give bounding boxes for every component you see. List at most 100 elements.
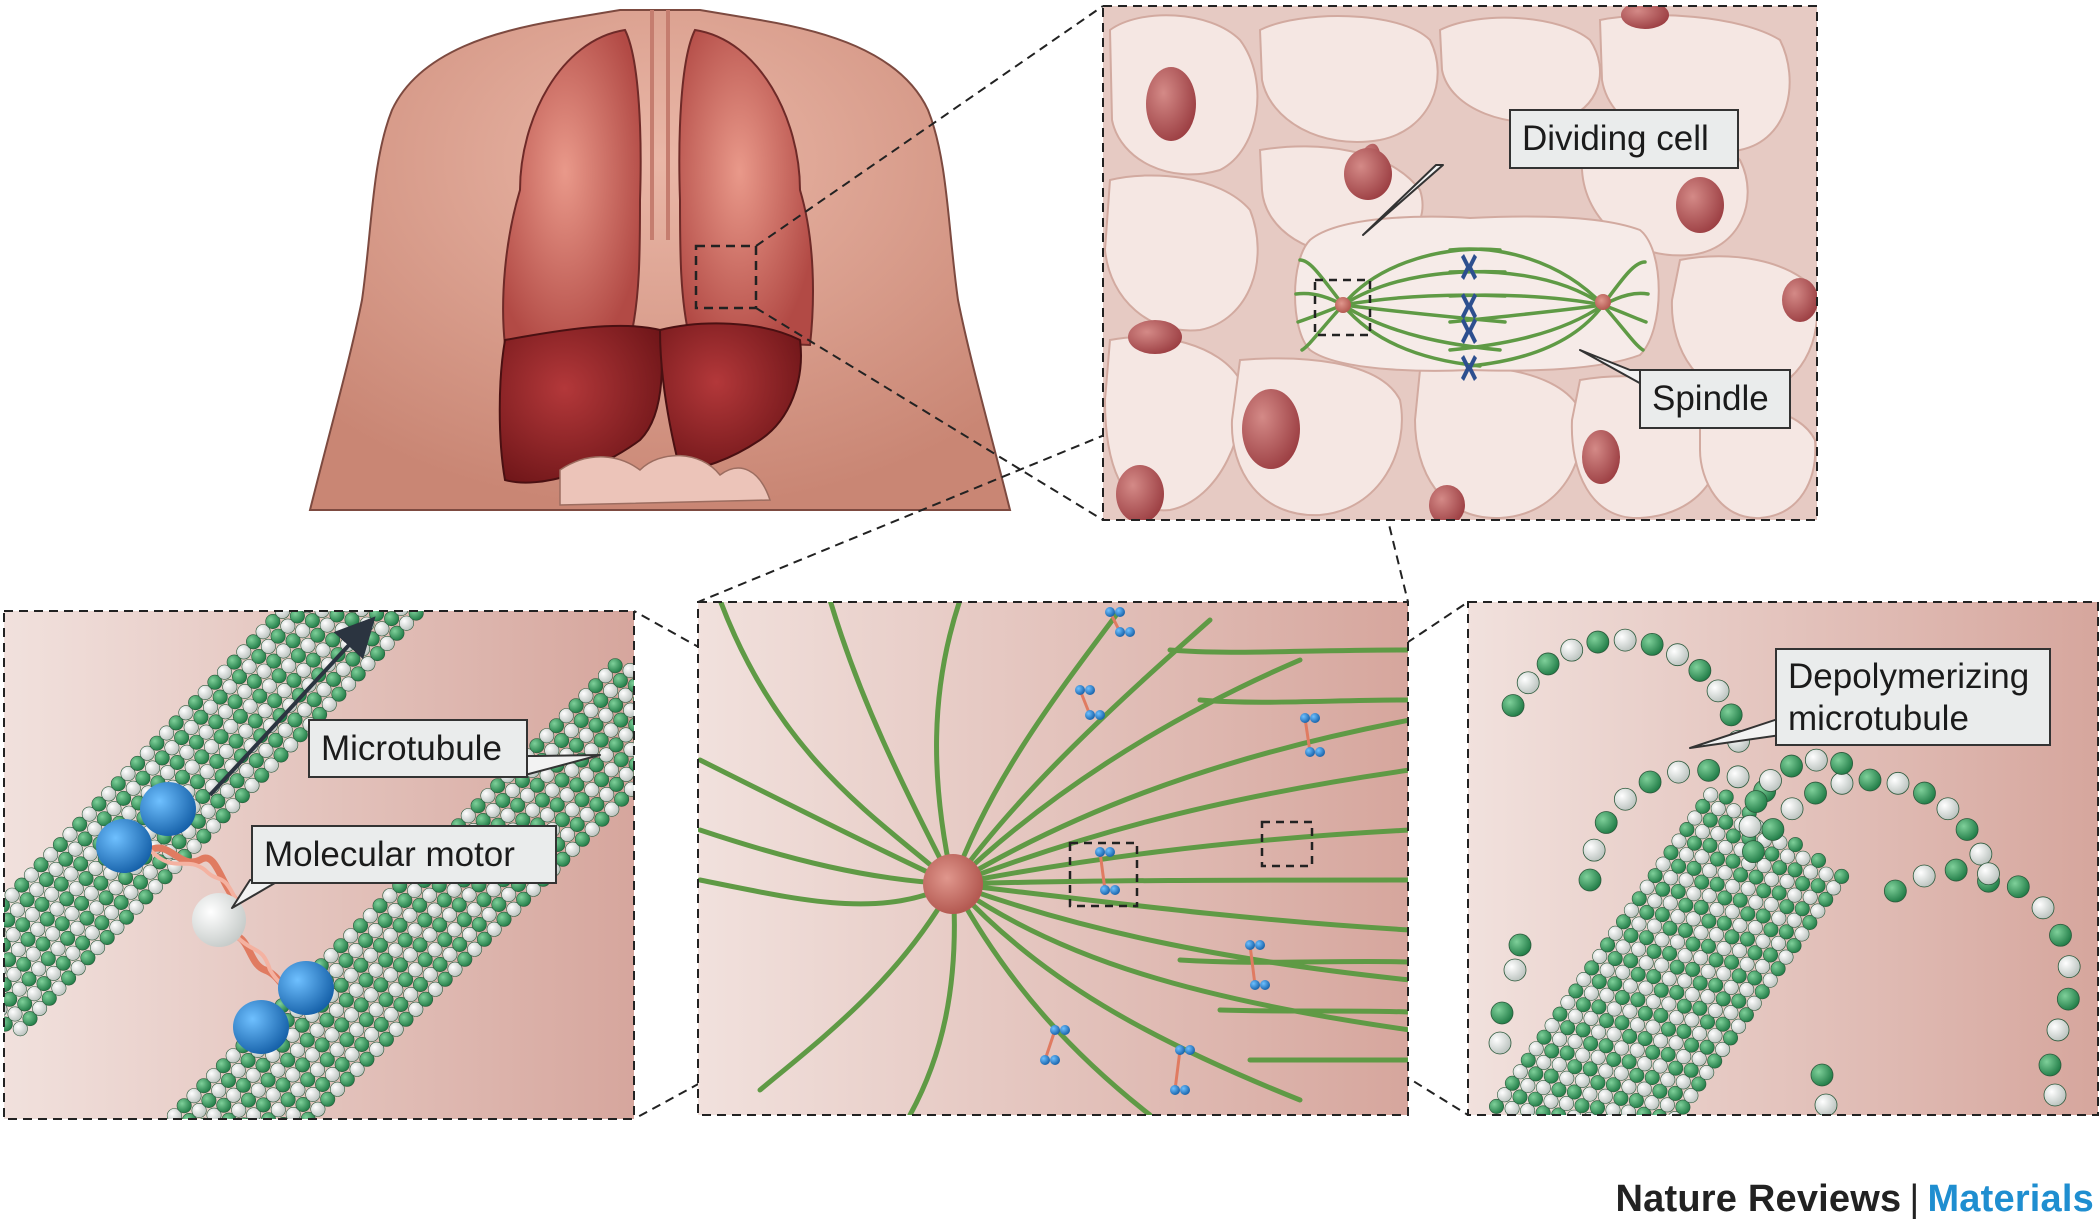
tubulin-bead bbox=[372, 937, 388, 953]
tubulin-bead bbox=[639, 747, 653, 761]
tubulin-bead bbox=[496, 911, 512, 927]
tubulin-bead bbox=[203, 1173, 217, 1187]
tubulin-bead bbox=[184, 759, 200, 775]
tubulin-bead bbox=[305, 1087, 321, 1103]
tubulin-bead bbox=[1671, 858, 1687, 874]
tubulin-bead bbox=[383, 967, 399, 983]
tubulin-bead bbox=[231, 1102, 247, 1118]
tubulin-bead bbox=[1551, 1133, 1565, 1147]
crosslinker-head bbox=[1105, 607, 1115, 617]
tubulin-bead bbox=[236, 644, 252, 660]
tubulin-bead bbox=[1622, 978, 1638, 994]
protofilament-bead bbox=[1697, 758, 1721, 782]
callout-text-dividing-cell: Dividing cell bbox=[1522, 119, 1709, 158]
tubulin-bead bbox=[1567, 1059, 1583, 1075]
tubulin-bead bbox=[40, 951, 56, 967]
tubulin-bead bbox=[1660, 1072, 1676, 1088]
tubulin-bead bbox=[252, 688, 268, 704]
tubulin-bead bbox=[663, 702, 677, 716]
tubulin-bead bbox=[334, 583, 348, 597]
tubulin-bead bbox=[1699, 1039, 1715, 1055]
tubulin-bead bbox=[329, 1042, 345, 1058]
tubulin-bead bbox=[1755, 908, 1771, 924]
tubulin-bead bbox=[98, 890, 114, 906]
tubulin-bead bbox=[119, 909, 135, 925]
tubulin-bead bbox=[358, 1012, 374, 1028]
tubulin-bead bbox=[14, 877, 30, 893]
tubulin-bead bbox=[41, 990, 57, 1006]
protofilament-bead bbox=[2006, 875, 2030, 899]
tubulin-bead bbox=[35, 936, 51, 952]
tubulin-bead bbox=[1574, 1072, 1590, 1088]
tubulin-bead bbox=[417, 952, 433, 968]
tubulin-bead bbox=[603, 762, 619, 778]
spindle-fiber bbox=[950, 877, 1408, 887]
tubulin-bead bbox=[314, 564, 328, 578]
journal-name: Materials bbox=[1927, 1178, 2094, 1220]
tubulin-bead bbox=[188, 1168, 202, 1182]
tubulin-bead bbox=[1630, 966, 1646, 982]
tubulin-bead bbox=[202, 1133, 216, 1147]
tubulin-bead bbox=[261, 1112, 276, 1119]
protofilament-bead bbox=[1688, 659, 1712, 682]
tubulin-bead bbox=[168, 715, 184, 731]
tubulin-bead bbox=[1756, 883, 1772, 899]
tubulin-bead bbox=[128, 899, 144, 915]
tubulin-bead bbox=[1818, 866, 1834, 882]
tubulin-bead bbox=[1725, 828, 1741, 844]
tubulin-bead bbox=[654, 752, 668, 766]
tubulin-bead bbox=[1723, 979, 1739, 995]
tubulin-bead bbox=[15, 917, 31, 933]
tubulin-bead bbox=[1778, 949, 1794, 965]
tubulin-bead bbox=[232, 1143, 246, 1157]
tubulin-bead bbox=[574, 831, 590, 847]
crosslinker-head bbox=[1040, 1055, 1050, 1065]
tubulin-bead bbox=[349, 1061, 365, 1077]
tubulin-bead bbox=[534, 792, 550, 808]
tubulin-bead bbox=[510, 797, 526, 813]
tubulin-bead bbox=[178, 705, 194, 721]
tubulin-bead bbox=[101, 786, 117, 802]
tubulin-bead bbox=[384, 611, 400, 627]
tubulin-bead bbox=[1772, 860, 1788, 876]
protofilament-bead bbox=[2057, 955, 2081, 978]
tubulin-bead bbox=[257, 1137, 271, 1151]
tubulin-bead bbox=[421, 887, 437, 903]
tubulin-bead bbox=[1667, 1085, 1683, 1101]
tubulin-bead bbox=[142, 864, 158, 880]
tubulin-bead bbox=[339, 1032, 355, 1048]
tubulin-bead bbox=[593, 732, 609, 748]
tubulin-bead bbox=[169, 754, 185, 770]
crosslinker-head bbox=[1105, 847, 1115, 857]
tubulin-bead bbox=[1512, 1089, 1528, 1105]
tubulin-bead bbox=[59, 891, 75, 907]
tubulin-bead bbox=[125, 780, 141, 796]
tubulin-bead bbox=[1683, 1062, 1699, 1078]
tubulin-bead bbox=[325, 593, 339, 607]
tubulin-bead bbox=[544, 782, 560, 798]
tubulin-bead bbox=[568, 737, 584, 753]
tubulin-bead bbox=[329, 1002, 345, 1018]
crosslinker-stalk bbox=[1043, 1029, 1057, 1061]
crosslinker-head bbox=[1050, 1055, 1060, 1065]
tubulin-bead bbox=[168, 1148, 182, 1162]
tubulin-bead bbox=[339, 1071, 355, 1087]
tubulin-bead bbox=[49, 901, 65, 917]
tubulin-bead bbox=[368, 962, 384, 978]
spindle-detail-panel bbox=[697, 601, 1409, 1116]
tubulin-bead bbox=[1645, 1019, 1661, 1035]
tubulin-bead bbox=[69, 920, 85, 936]
tubulin-bead bbox=[1629, 1042, 1645, 1058]
tubulin-bead bbox=[315, 642, 331, 658]
spindle-fiber bbox=[1177, 957, 1408, 965]
tubulin-bead bbox=[138, 889, 154, 905]
tubulin-bead bbox=[1718, 789, 1734, 805]
spindle-crosslinkers bbox=[1040, 607, 1325, 1095]
tubulin-bead bbox=[358, 972, 374, 988]
tubulin-bead bbox=[104, 905, 120, 921]
tubulin-bead bbox=[1605, 1128, 1619, 1142]
tubulin-bead bbox=[45, 926, 61, 942]
tubulin-bead bbox=[241, 659, 257, 675]
tubulin-bead bbox=[378, 1031, 394, 1047]
tubulin-bead bbox=[60, 930, 76, 946]
